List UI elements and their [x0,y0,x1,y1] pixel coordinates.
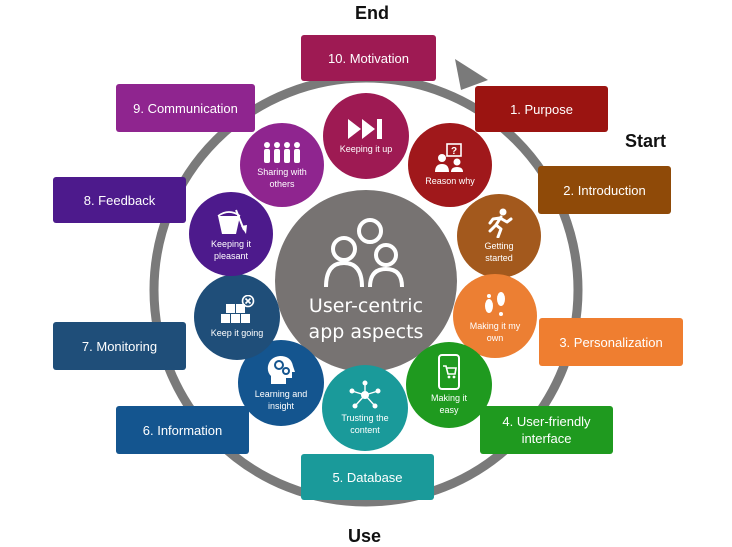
aspect-keeping-it-pleasant-label: Keeping it pleasant [210,239,252,261]
cycle-arrow-head [455,59,488,90]
aspect-keep-it-going: Keep it going [194,274,280,360]
aspect-keeping-it-up-label: Keeping it up [339,144,393,154]
step-1-box: 1. Purpose [475,86,608,132]
aspect-keeping-it-up: Keeping it up [323,93,409,179]
aspect-making-it-my-own: Making it my own [453,274,537,358]
footprints-icon [485,292,505,316]
step-10-box: 10. Motivation [301,35,436,81]
end-label: End [355,3,389,23]
center-title-line-2: app aspects [308,321,424,343]
step-5-box: 5. Database [301,454,434,500]
start-label: Start [625,131,667,151]
step-7-box: 7. Monitoring [53,322,186,370]
brain-gears-icon [267,356,295,384]
aspect-getting-started: Getting started [457,194,541,278]
step-2-label: 2. Introduction [563,182,646,198]
aspect-making-it-easy: Making it easy [406,342,492,428]
step-5-label: 5. Database [332,469,403,485]
fast-forward-icon [348,119,382,139]
aspect-getting-started-label: Getting started [484,241,514,263]
svg-text:?: ? [451,146,457,157]
step-3-label: 3. Personalization [559,334,663,350]
aspect-trusting-the-content-label: Trusting the content [341,413,389,435]
step-2-box: 2. Introduction [538,166,671,214]
aspect-keep-it-going-label: Keep it going [210,328,264,338]
center-circle: User-centric app aspects [275,190,457,372]
network-icon [349,380,381,409]
aspect-reason-why: ? Reason why [408,123,492,207]
step-3-box: 3. Personalization [539,318,683,366]
aspect-sharing-with-others: Sharing with others [240,123,324,207]
aspect-learning-and-insight-label: Learning and insight [254,389,308,411]
center-title-line-1: User-centric [308,295,424,317]
bucket-shovel-icon [217,209,247,234]
aspect-making-it-my-own-label: Making it my own [469,321,521,343]
step-6-box: 6. Information [116,406,249,454]
aspect-keeping-it-pleasant: Keeping it pleasant [189,192,273,276]
mobile-cart-icon [438,354,460,390]
step-4-box: 4. User-friendly interface [480,406,613,454]
group-icon [264,142,300,163]
aspect-making-it-easy-label: Making it easy [430,393,467,415]
users-icon [324,218,404,288]
boxes-icon [221,295,255,323]
running-person-icon [488,208,513,238]
step-8-label: 8. Feedback [83,192,156,208]
aspect-reason-why-label: Reason why [425,176,475,186]
step-9-box: 9. Communication [116,84,255,132]
step-4-label: 4. User-friendly interface [502,414,591,446]
step-6-label: 6. Information [142,422,223,438]
step-9-label: 9. Communication [133,100,238,116]
step-1-label: 1. Purpose [510,101,573,117]
step-10-label: 10. Motivation [328,50,409,66]
step-8-box: 8. Feedback [53,177,186,223]
question-presenter-icon: ? [435,143,463,172]
aspect-trusting-the-content: Trusting the content [322,365,408,451]
step-7-label: 7. Monitoring [81,338,158,354]
aspect-sharing-with-others-label: Sharing with others [257,167,307,189]
center-title: User-centric app aspects [309,293,424,345]
use-label: Use [348,526,382,546]
